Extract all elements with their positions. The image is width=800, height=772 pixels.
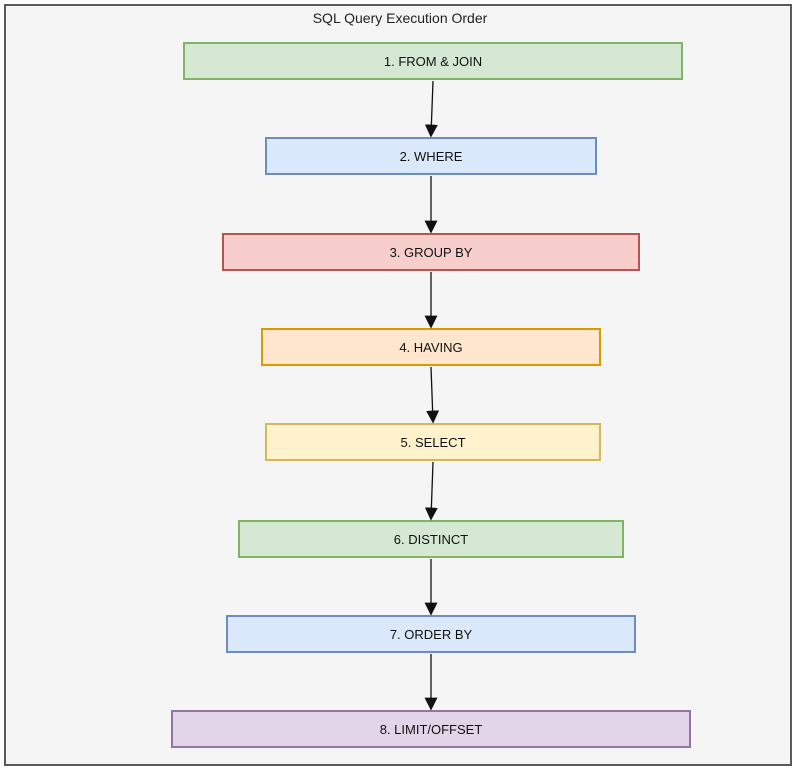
step-label: 5. SELECT: [400, 434, 466, 450]
step-limit-offset: 8. LIMIT/OFFSET: [171, 710, 691, 748]
step-where: 2. WHERE: [265, 137, 597, 175]
step-label: 2. WHERE: [399, 148, 463, 164]
step-distinct: 6. DISTINCT: [238, 520, 624, 558]
step-group-by: 3. GROUP BY: [222, 233, 640, 271]
step-select: 5. SELECT: [265, 423, 601, 461]
step-label: 4. HAVING: [399, 339, 463, 355]
step-label: 1. FROM & JOIN: [383, 53, 483, 69]
step-from-join: 1. FROM & JOIN: [183, 42, 683, 80]
diagram-title: SQL Query Execution Order: [312, 10, 488, 26]
step-label: 8. LIMIT/OFFSET: [379, 721, 483, 737]
step-having: 4. HAVING: [261, 328, 601, 366]
step-order-by: 7. ORDER BY: [226, 615, 636, 653]
step-label: 3. GROUP BY: [389, 244, 473, 260]
step-label: 6. DISTINCT: [393, 531, 469, 547]
step-label: 7. ORDER BY: [389, 626, 473, 642]
